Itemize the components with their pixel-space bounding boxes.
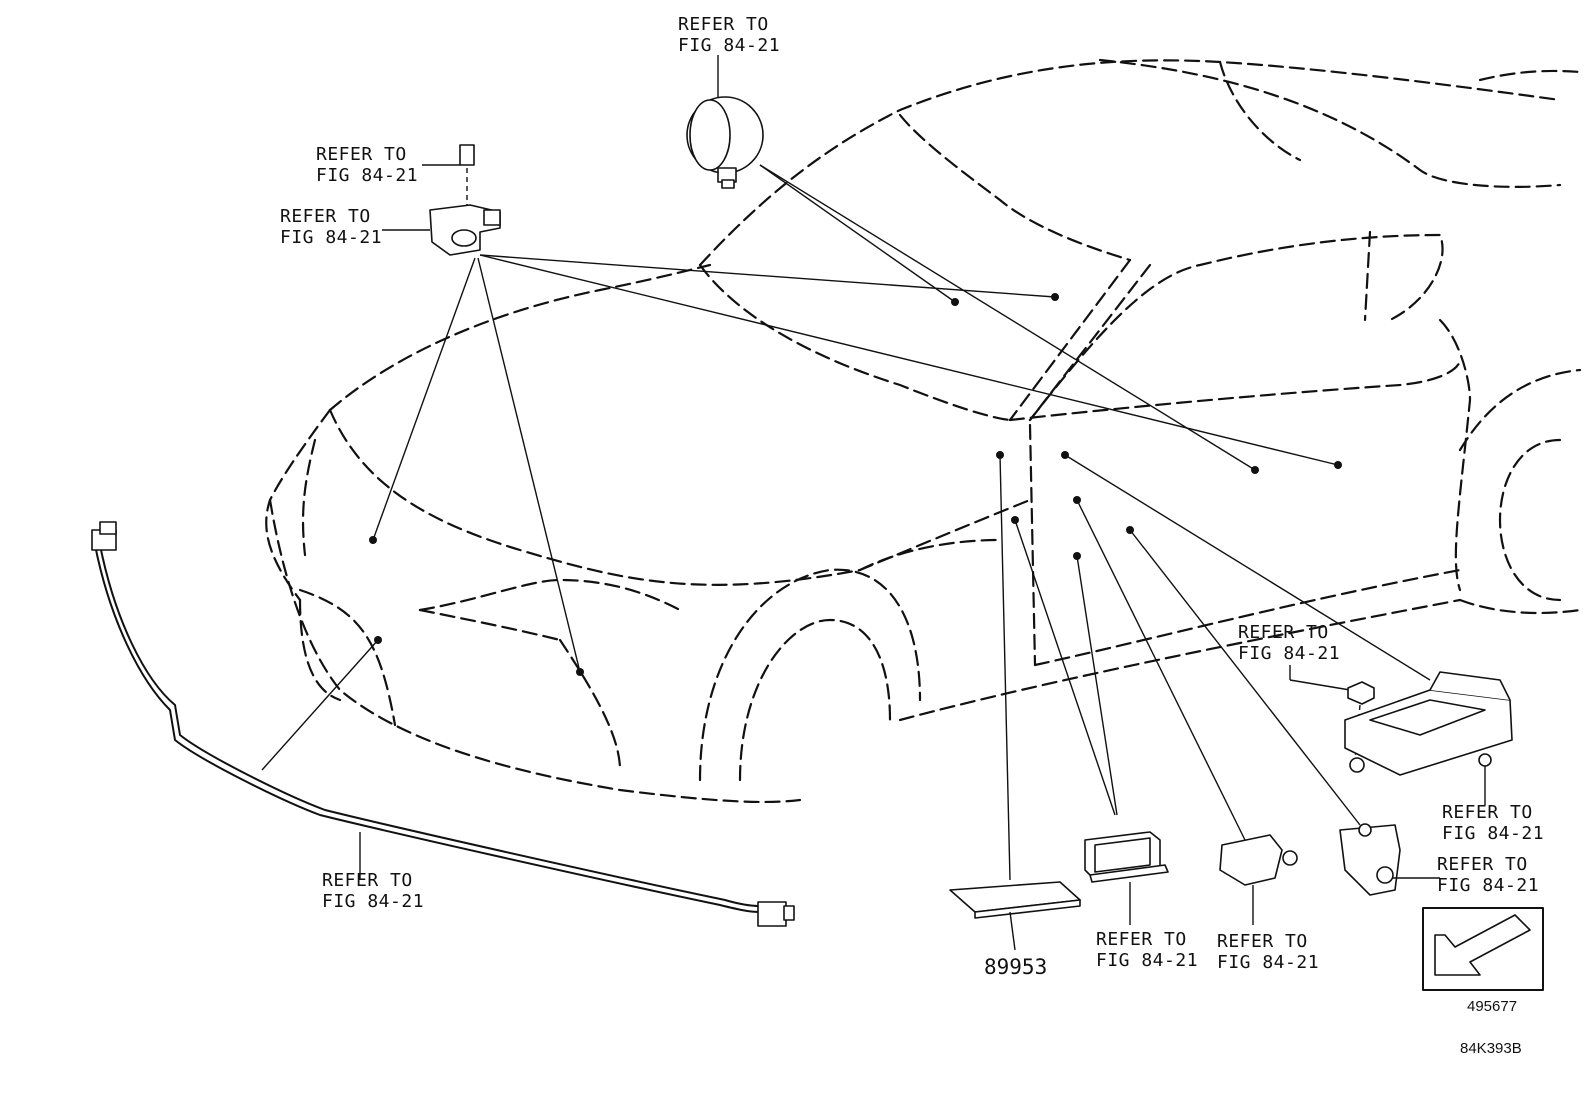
callout-line-2: FIG 84-21	[316, 165, 419, 186]
leader-lines	[261, 164, 1431, 881]
callout-refer-top: REFER TO FIG 84-21	[678, 14, 780, 56]
airbag-ecu-module	[1289, 665, 1513, 805]
callout-refer-harness: REFER TO FIG 84-21	[322, 870, 424, 912]
callout-line-2: FIG 84-21	[1096, 950, 1199, 971]
callout-line-1: REFER TO	[1217, 931, 1308, 952]
front-impact-sensor-round	[686, 55, 764, 189]
sensor-wire-harness	[91, 521, 795, 927]
callout-refer-bracket-right: REFER TO FIG 84-21	[1437, 854, 1539, 896]
part-89953-plate	[949, 881, 1081, 951]
view-code-label: 495677	[1467, 998, 1518, 1015]
callout-refer-bolt: REFER TO FIG 84-21	[316, 144, 418, 186]
callout-refer-ecu: REFER TO FIG 84-21	[1442, 802, 1544, 844]
figure-code-label: 84K393B	[1460, 1040, 1522, 1057]
callout-line-2: FIG 84-21	[678, 35, 781, 56]
callout-line-2: FIG 84-21	[280, 227, 383, 248]
callout-line-1: REFER TO	[1437, 854, 1528, 875]
callout-refer-nut: REFER TO FIG 84-21	[1238, 622, 1340, 664]
callout-refer-switch: REFER TO FIG 84-21	[1096, 929, 1198, 971]
callout-line-1: REFER TO	[1096, 929, 1187, 950]
callout-line-2: FIG 84-21	[1442, 823, 1545, 844]
part-number-label: 89953	[984, 955, 1048, 979]
view-direction-box	[1422, 907, 1544, 991]
side-impact-sensor-bracket	[1339, 823, 1440, 896]
callout-line-2: FIG 84-21	[1238, 643, 1341, 664]
callout-line-1: REFER TO	[322, 870, 413, 891]
callout-line-2: FIG 84-21	[1217, 952, 1320, 973]
car-body-phantom	[265, 58, 1582, 804]
door-switch-sensor	[1219, 834, 1298, 925]
sensor-bracket-clip	[1084, 831, 1169, 925]
callout-line-2: FIG 84-21	[1437, 875, 1540, 896]
callout-line-1: REFER TO	[280, 206, 371, 227]
callout-line-1: REFER TO	[1238, 622, 1329, 643]
callout-line-1: REFER TO	[316, 144, 407, 165]
callout-line-1: REFER TO	[678, 14, 769, 35]
callout-refer-sensor: REFER TO FIG 84-21	[280, 206, 382, 248]
location-dots	[369, 293, 1342, 676]
callout-line-1: REFER TO	[1442, 802, 1533, 823]
airbag-sensor-left	[382, 144, 501, 256]
callout-refer-sensor-bottom: REFER TO FIG 84-21	[1217, 931, 1319, 973]
callout-line-2: FIG 84-21	[322, 891, 425, 912]
